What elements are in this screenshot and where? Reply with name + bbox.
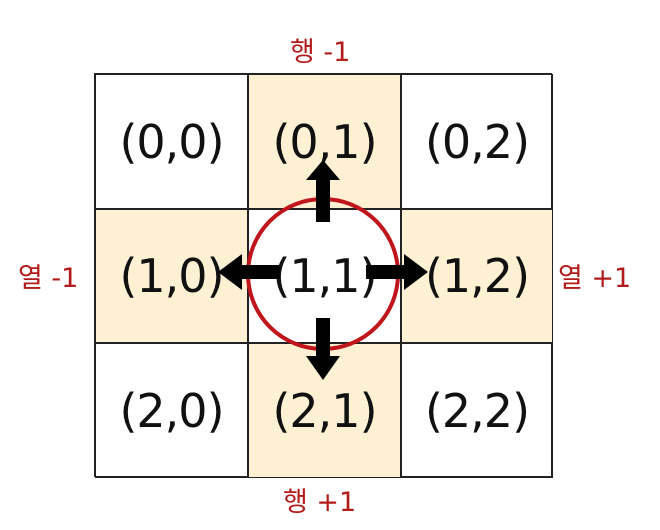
arrow-left-icon: [218, 254, 280, 290]
cell-2-0: (2,0): [95, 343, 248, 478]
cell-0-0: (0,0): [95, 74, 248, 209]
grid: (0,0) (0,1) (0,2) (1,0) (1,1) (1,2) (2,0…: [94, 73, 553, 478]
arrow-down-icon: [306, 318, 340, 380]
arrow-right-icon: [366, 254, 428, 290]
cell-1-0: (1,0): [95, 209, 248, 343]
cell-1-2: (1,2): [401, 209, 553, 343]
label-row-plus: 행 +1: [283, 487, 357, 518]
cell-2-1: (2,1): [248, 343, 401, 478]
label-col-minus: 열 -1: [18, 263, 79, 294]
cell-0-2: (0,2): [401, 74, 553, 209]
arrow-up-icon: [306, 160, 340, 222]
cell-0-1: (0,1): [248, 74, 401, 209]
cell-2-2: (2,2): [401, 343, 553, 478]
label-col-plus: 열 +1: [558, 263, 632, 294]
label-row-minus: 행 -1: [290, 37, 351, 68]
